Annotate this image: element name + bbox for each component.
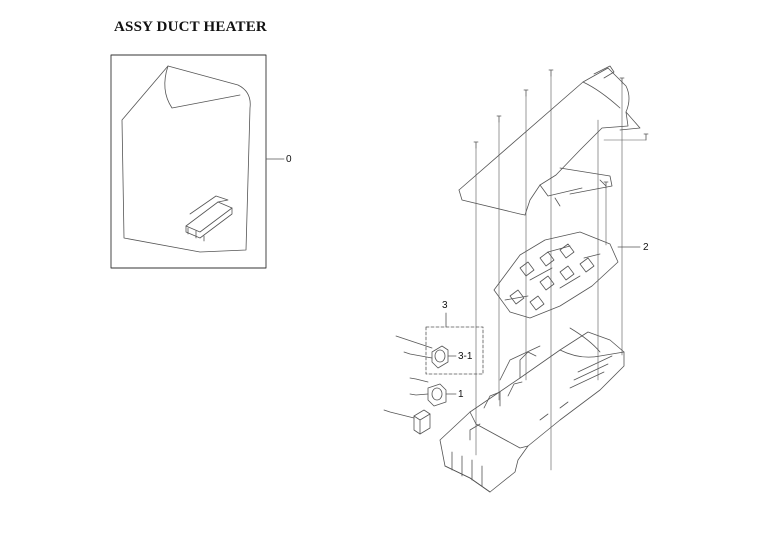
heater-housing (439, 327, 625, 493)
diagram-title: ASSY DUCT HEATER (114, 19, 267, 35)
callout-thermostat-sub: 3-1 (458, 351, 473, 362)
connector-clip (383, 409, 431, 435)
callout-assy: 0 (286, 154, 292, 165)
callout-bracket: 2 (643, 242, 649, 253)
heater-bracket-plate (493, 231, 641, 319)
callout-fuse: 1 (458, 389, 464, 400)
assembly-inset (110, 54, 285, 269)
explosion-lines (475, 75, 647, 471)
thermal-fuse (409, 377, 457, 407)
thermostat-group (395, 312, 484, 375)
duct-cover (458, 65, 641, 216)
screw-set-top (473, 69, 649, 189)
callout-thermostat-group: 3 (442, 300, 448, 311)
